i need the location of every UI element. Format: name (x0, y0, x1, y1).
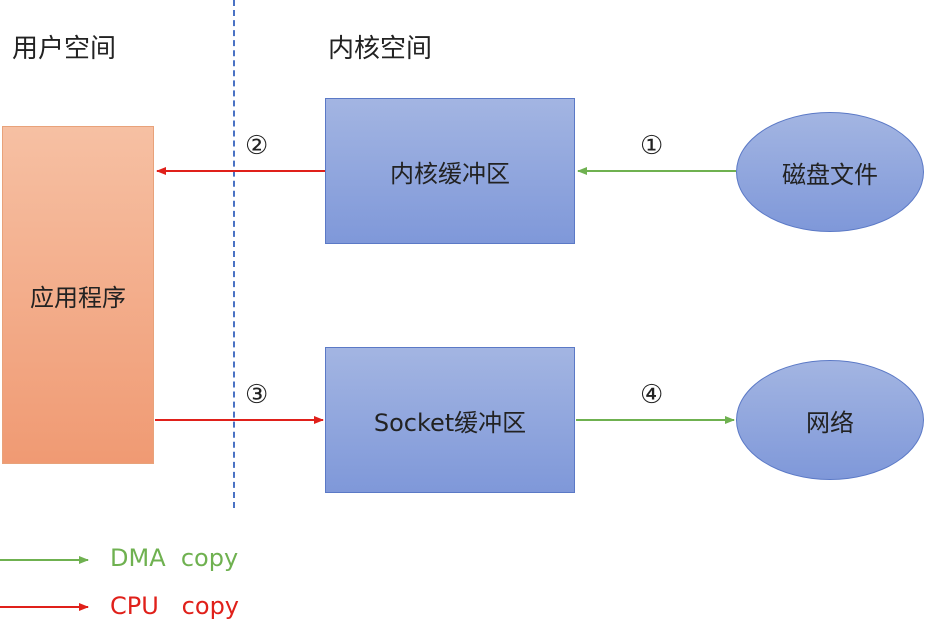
kernel-buffer-box: 内核缓冲区 (325, 98, 575, 244)
application-label: 应用程序 (30, 283, 126, 312)
step-2-label: ② (245, 131, 269, 161)
network-node: 网络 (736, 360, 924, 480)
step-3-label: ③ (245, 380, 269, 410)
kernel-buffer-label: 内核缓冲区 (390, 159, 510, 188)
user-space-label: 用户空间 (12, 34, 117, 64)
disk-file-label: 磁盘文件 (782, 160, 878, 189)
application-box: 应用程序 (2, 126, 154, 464)
legend-dma-label: DMA copy (110, 544, 239, 572)
step-1-label: ① (640, 131, 664, 161)
network-label: 网络 (806, 408, 854, 437)
kernel-space-label: 内核空间 (328, 34, 433, 64)
socket-buffer-label: Socket缓冲区 (373, 408, 527, 437)
legend-cpu-label: CPU copy (110, 592, 239, 620)
disk-file-node: 磁盘文件 (736, 112, 924, 232)
user-kernel-divider (233, 0, 235, 508)
step-4-label: ④ (640, 380, 664, 410)
socket-buffer-box: Socket缓冲区 (325, 347, 575, 493)
